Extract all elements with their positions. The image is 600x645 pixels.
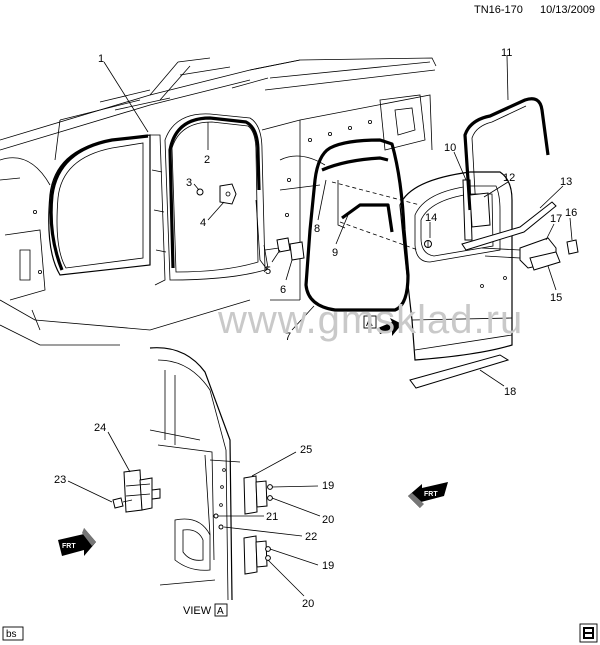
part-14-fastener <box>424 240 432 248</box>
part-3-4-striker <box>196 183 237 205</box>
part-21-pin <box>213 513 219 519</box>
lower-hinge <box>243 535 271 575</box>
callout-9: 9 <box>332 247 338 259</box>
part-1-weatherstrip <box>49 134 149 271</box>
callout-17: 17 <box>550 213 562 225</box>
arrow-frt-icon: FRT <box>408 482 448 508</box>
frt-label-right: FRT <box>424 491 438 498</box>
callout-20a: 20 <box>322 514 334 526</box>
callout-23: 23 <box>54 474 66 486</box>
callout-22: 22 <box>305 531 317 543</box>
callout-20b: 20 <box>302 598 314 610</box>
view-caption: VIEW A <box>183 603 228 617</box>
callout-13: 13 <box>560 176 572 188</box>
part-9-channel <box>341 203 394 233</box>
callout-4: 4 <box>200 217 206 229</box>
arrow-frt-icon: FRT <box>58 528 96 556</box>
callout-7: 7 <box>285 331 291 343</box>
callout-3: 3 <box>186 177 192 189</box>
vehicle-body <box>0 57 437 346</box>
callout-24: 24 <box>94 422 106 434</box>
body-rivets <box>33 120 372 274</box>
part-15-17-handle <box>481 237 561 271</box>
callout-6: 6 <box>280 284 286 296</box>
corner-logo-icon <box>579 623 598 643</box>
callout-11: 11 <box>501 47 512 59</box>
part-2-weatherstrip <box>168 116 261 269</box>
callout-14: 14 <box>425 212 437 224</box>
part-24-hinge <box>123 469 161 513</box>
callout-10: 10 <box>444 142 456 154</box>
rear-door <box>399 171 513 361</box>
callout-numbers: 1 2 3 4 5 6 7 8 9 10 11 12 13 14 15 16 1… <box>54 47 577 610</box>
view-caption-letter: A <box>217 606 224 617</box>
part-22-bolt <box>218 524 224 530</box>
part-12-guide <box>469 192 491 228</box>
callout-12: 12 <box>503 172 515 184</box>
part-11-glass-run <box>463 97 550 211</box>
footer-tag-text: bs <box>6 629 17 640</box>
part-16-clip <box>566 239 579 255</box>
view-a-callout: A <box>363 315 402 336</box>
view-caption-text: VIEW <box>183 605 212 617</box>
part-8-seal <box>321 156 389 172</box>
callout-16: 16 <box>565 207 577 219</box>
part-7-door-seal <box>304 138 410 312</box>
part-5-6-bumper <box>263 237 305 273</box>
callout-15: 15 <box>550 292 562 304</box>
view-callout-letter: A <box>366 318 373 329</box>
part-23-bolt <box>112 497 133 509</box>
callout-2: 2 <box>204 154 210 166</box>
frt-label-left: FRT <box>62 543 76 550</box>
callout-18: 18 <box>504 386 516 398</box>
part-13-belt-molding <box>461 201 557 251</box>
diagram-code: TN16-170 <box>474 4 523 16</box>
diagram-date: 10/13/2009 <box>540 4 595 16</box>
callout-8: 8 <box>314 223 320 235</box>
callout-25: 25 <box>300 444 312 456</box>
part-18-rocker-molding <box>409 354 510 389</box>
callout-21: 21 <box>266 511 278 523</box>
hinge-view-body <box>149 347 241 601</box>
upper-hinge <box>243 475 273 515</box>
callout-1: 1 <box>98 53 104 65</box>
leader-lines <box>67 55 573 597</box>
callout-19b: 19 <box>322 560 334 572</box>
footer-tag: bs <box>2 626 24 641</box>
watermark: www.gmsklad.ru <box>217 298 523 342</box>
callout-5: 5 <box>265 265 271 277</box>
callout-19a: 19 <box>322 480 334 492</box>
